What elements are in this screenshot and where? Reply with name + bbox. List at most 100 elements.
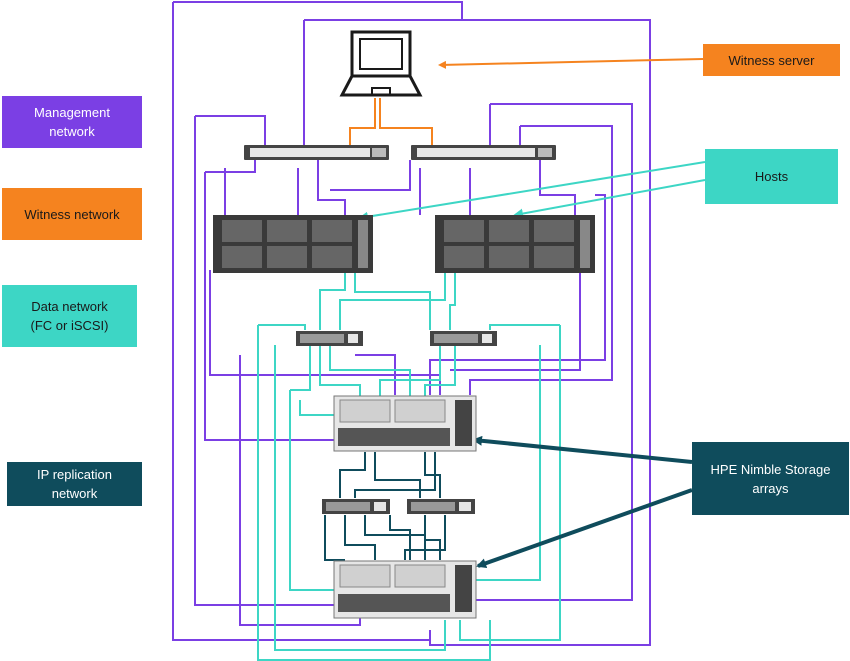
legend-data: Data network (FC or iSCSI) bbox=[2, 285, 137, 347]
callout-witness-server-label: Witness server bbox=[728, 52, 815, 68]
legend-management-label: Management network bbox=[34, 105, 110, 139]
management-link bbox=[172, 2, 430, 641]
switch-port-strip bbox=[300, 334, 344, 343]
server-bay bbox=[444, 246, 484, 268]
witness-link bbox=[349, 98, 376, 145]
server-bay bbox=[312, 220, 352, 242]
server-panel bbox=[580, 220, 590, 268]
data-link bbox=[319, 270, 346, 330]
server-bay bbox=[489, 246, 529, 268]
network-switch-icon bbox=[296, 331, 363, 346]
server-bay bbox=[267, 246, 307, 268]
management-links bbox=[172, 1, 651, 646]
legend-witness: Witness network bbox=[2, 188, 142, 240]
witness-link bbox=[379, 98, 433, 145]
callout-arrays-label: HPE Nimble Storage arrays bbox=[710, 461, 831, 496]
switch-port-group bbox=[372, 148, 386, 157]
management-link bbox=[330, 160, 411, 191]
callout-hosts: Hosts bbox=[705, 149, 838, 204]
laptop-port bbox=[371, 87, 391, 96]
switch-port-strip bbox=[417, 148, 535, 157]
management-link bbox=[317, 160, 346, 215]
data-arrow bbox=[513, 179, 706, 219]
server-bay bbox=[222, 246, 262, 268]
management-link bbox=[173, 1, 463, 20]
replication-link bbox=[374, 452, 421, 498]
array-controller bbox=[394, 399, 446, 423]
replication-links bbox=[324, 435, 693, 569]
legend-management: Management network bbox=[2, 96, 142, 148]
data-link bbox=[258, 324, 306, 330]
data-link bbox=[475, 345, 541, 581]
data-link bbox=[459, 325, 561, 641]
data-link bbox=[289, 390, 335, 591]
replication-link bbox=[364, 515, 426, 560]
switch-port-strip bbox=[250, 148, 370, 157]
laptop-display bbox=[359, 38, 403, 70]
switch-port-group bbox=[374, 502, 386, 511]
switch-port-group bbox=[482, 334, 492, 343]
server-bay bbox=[534, 220, 574, 242]
switch-port-group bbox=[459, 502, 471, 511]
switch-port-group bbox=[348, 334, 358, 343]
data-link bbox=[299, 400, 335, 416]
management-link bbox=[195, 115, 266, 145]
data-arrow bbox=[358, 161, 706, 222]
laptop-base bbox=[339, 75, 423, 97]
array-psu bbox=[455, 565, 472, 612]
replication-link bbox=[354, 452, 436, 498]
network-switch-icon bbox=[244, 145, 389, 160]
management-link bbox=[204, 172, 340, 441]
callout-arrays: HPE Nimble Storage arrays bbox=[692, 442, 849, 515]
data-link bbox=[319, 345, 361, 400]
array-controller bbox=[394, 564, 446, 588]
management-link bbox=[205, 160, 256, 173]
data-link bbox=[489, 324, 560, 330]
array-controller bbox=[339, 399, 391, 423]
data-link bbox=[379, 345, 441, 400]
management-link bbox=[455, 103, 633, 601]
rack-server-icon bbox=[213, 215, 373, 273]
management-link bbox=[539, 160, 576, 215]
legend-data-label: Data network (FC or iSCSI) bbox=[30, 299, 109, 333]
storage-array-icon bbox=[333, 395, 477, 452]
array-psu bbox=[455, 400, 472, 446]
storage-array-icon bbox=[333, 560, 477, 619]
network-switch-icon bbox=[430, 331, 497, 346]
server-bay bbox=[534, 246, 574, 268]
replication-link bbox=[344, 515, 376, 560]
replication-arrow bbox=[472, 435, 693, 464]
data-link bbox=[449, 270, 456, 330]
switch-port-strip bbox=[434, 334, 478, 343]
array-io-strip bbox=[338, 428, 450, 446]
replication-link bbox=[424, 515, 441, 560]
data-link bbox=[339, 270, 446, 330]
network-switch-icon bbox=[322, 499, 390, 514]
server-bay bbox=[267, 220, 307, 242]
witness-arrow bbox=[438, 58, 704, 69]
data-links bbox=[257, 161, 706, 661]
data-link bbox=[274, 345, 446, 651]
laptop-icon bbox=[339, 30, 423, 97]
replication-link bbox=[339, 452, 366, 498]
data-link bbox=[424, 345, 456, 400]
server-bay bbox=[444, 220, 484, 242]
witness-links bbox=[349, 58, 704, 145]
server-panel bbox=[358, 220, 368, 268]
replication-link bbox=[389, 515, 411, 560]
data-link bbox=[354, 270, 431, 330]
callout-witness-server: Witness server bbox=[703, 44, 840, 76]
replication-arrow bbox=[476, 488, 693, 569]
server-bay bbox=[489, 220, 529, 242]
legend-witness-label: Witness network bbox=[24, 206, 120, 222]
switch-port-group bbox=[538, 148, 552, 157]
legend-replication: IP replication network bbox=[7, 462, 142, 506]
server-bay bbox=[312, 246, 352, 268]
server-bay bbox=[222, 220, 262, 242]
rack-server-icon bbox=[435, 215, 595, 273]
replication-link bbox=[424, 452, 441, 498]
management-link bbox=[355, 354, 396, 395]
laptop-screen bbox=[350, 30, 412, 78]
callout-hosts-label: Hosts bbox=[754, 169, 789, 184]
